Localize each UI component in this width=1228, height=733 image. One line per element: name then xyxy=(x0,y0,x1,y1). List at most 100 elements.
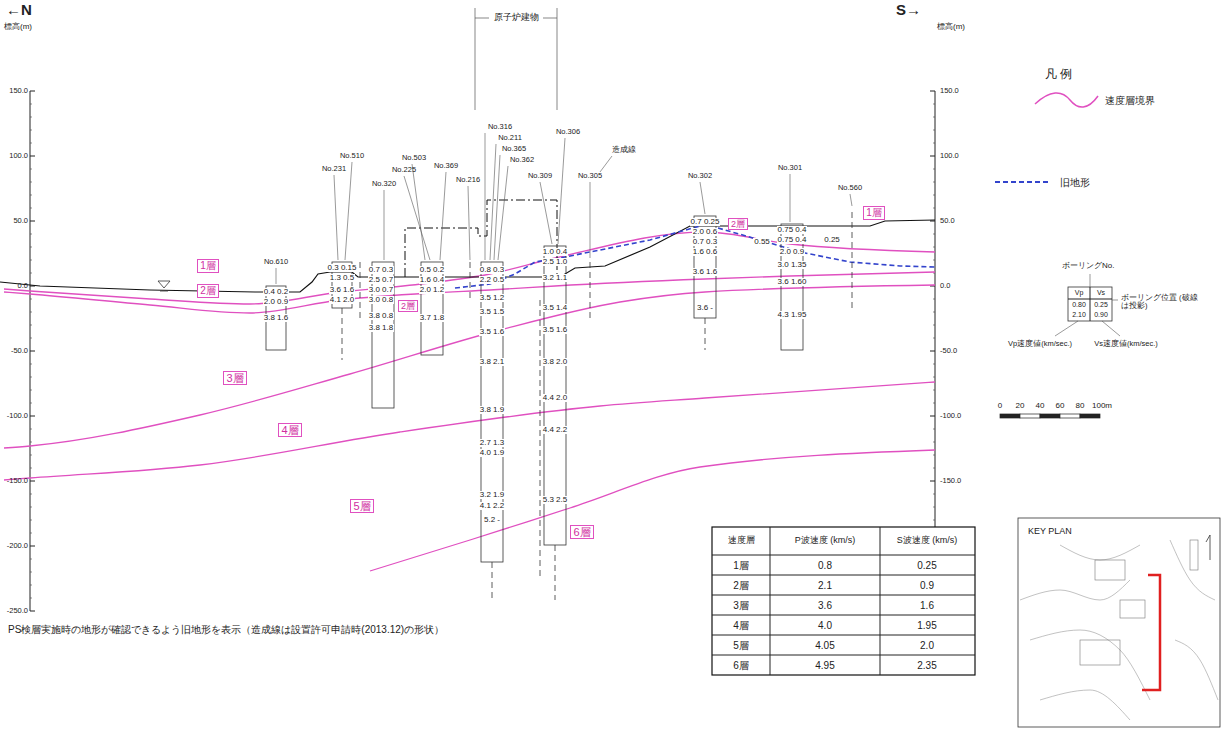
velocity-value: 2.7 1.3 xyxy=(479,439,505,447)
axis-minor xyxy=(933,507,935,508)
boring-projection xyxy=(360,262,361,320)
table-header: 速度層 xyxy=(713,536,769,546)
velocity-value: 3.6 1.60 xyxy=(777,278,808,286)
axis-tick xyxy=(30,221,35,222)
scale-label: 80 xyxy=(1076,402,1085,411)
boring-projection xyxy=(492,562,493,600)
leader-line xyxy=(412,164,425,260)
velocity-value: 0.3 0.15 xyxy=(327,264,358,272)
velocity-value: 5.3 2.5 xyxy=(542,496,568,504)
velocity-value: 3.8 2.1 xyxy=(479,358,505,366)
axis-minor xyxy=(30,143,32,144)
table-cell: 2層 xyxy=(733,580,749,591)
layer-boundary xyxy=(4,272,935,313)
velocity-value: 0.4 0.2 xyxy=(263,288,289,296)
axis-minor xyxy=(30,520,32,521)
axis-minor xyxy=(933,364,935,365)
scale-bar xyxy=(1060,414,1080,418)
axis-tick xyxy=(30,416,35,417)
velocity-value: 4.1 2.2 xyxy=(479,502,505,510)
direction-label: S→ xyxy=(896,2,921,19)
velocity-value: 1.0 0.4 xyxy=(542,248,568,256)
building-bracket xyxy=(475,8,476,110)
key-plan-contour xyxy=(1170,540,1215,600)
table-grid xyxy=(712,655,975,656)
layer-label: 1層 xyxy=(863,206,885,220)
table-cell: 6層 xyxy=(733,660,749,671)
layer-boundary xyxy=(4,382,935,480)
leader-line xyxy=(590,182,591,258)
axis-minor xyxy=(933,247,935,248)
elevation-tick: -150.0 xyxy=(940,477,961,485)
layer-name: 2層 xyxy=(200,285,216,297)
building-bracket xyxy=(543,18,557,19)
boring-number: No.365 xyxy=(502,145,526,153)
velocity-value: 2.0 0.9 xyxy=(263,298,289,306)
scale-bar xyxy=(1040,414,1060,418)
key-plan-north-arrow xyxy=(1206,535,1210,560)
leader-line xyxy=(276,268,277,284)
leader-line xyxy=(790,174,791,222)
axis-minor xyxy=(933,195,935,196)
elevation-tick: 100.0 xyxy=(940,152,959,160)
legend-swatch-old-terrain xyxy=(995,181,1050,183)
boring-number: No.316 xyxy=(488,123,512,131)
axis-minor xyxy=(30,585,32,586)
legend-swatch-boundary xyxy=(1035,93,1098,107)
boring-legend-value: 2.10 xyxy=(1072,311,1086,319)
table-cell: 0.25 xyxy=(917,560,936,571)
elevation-tick: 0.0 xyxy=(940,282,950,290)
axis-minor xyxy=(30,299,32,300)
velocity-value: 3.2 1.1 xyxy=(542,274,568,282)
legend-heading: 凡 例 xyxy=(1045,68,1072,81)
table-cell: 1層 xyxy=(733,560,749,571)
leader-line xyxy=(440,172,446,260)
boring-legend-note: Vs速度値(km/sec.) xyxy=(1094,340,1158,348)
boring-number: No.610 xyxy=(264,258,288,266)
velocity-value: 0.7 0.3 xyxy=(692,238,718,246)
boring-number: No.320 xyxy=(372,180,396,188)
direction-label: ←N xyxy=(6,2,32,19)
velocity-value: 3.5 1.4 xyxy=(542,304,568,312)
boring-number: No.560 xyxy=(838,184,862,192)
velocity-value: 0.75 0.4 xyxy=(777,226,808,234)
axis-minor xyxy=(30,169,32,170)
boring-legend-value: Vs xyxy=(1097,289,1105,297)
table-grid xyxy=(712,595,975,596)
axis-tick xyxy=(30,546,35,547)
table-grid xyxy=(712,615,975,616)
velocity-value: 5.2 - xyxy=(483,516,501,524)
boring-legend-value: 0.25 xyxy=(1094,301,1108,309)
layer-label: 6層 xyxy=(570,525,593,540)
leader-line xyxy=(498,166,508,260)
axis-tick xyxy=(30,611,35,612)
axis-minor xyxy=(30,208,32,209)
table-grid xyxy=(712,575,975,576)
axis-minor xyxy=(933,325,935,326)
axis-minor xyxy=(933,208,935,209)
axis-minor xyxy=(933,260,935,261)
elevation-tick: 150.0 xyxy=(9,87,28,95)
scale-label: 100m xyxy=(1092,402,1112,411)
axis-minor xyxy=(933,130,935,131)
velocity-value: 3.7 1.8 xyxy=(419,314,445,322)
boring-legend-label: ボーリングNo. xyxy=(1062,262,1114,271)
key-plan-frame xyxy=(1018,518,1220,727)
axis-minor xyxy=(30,260,32,261)
axis-minor xyxy=(30,377,32,378)
axis-minor xyxy=(933,234,935,235)
axis-tick xyxy=(930,481,935,482)
table-cell: 3層 xyxy=(733,600,749,611)
sea-level-mark xyxy=(160,291,168,292)
building-label: 原子炉建物 xyxy=(494,13,539,23)
boring-number: No.225 xyxy=(392,166,416,174)
velocity-value: 0.7 0.25 xyxy=(690,218,721,226)
layer-boundary xyxy=(4,285,935,448)
axis-minor xyxy=(933,455,935,456)
axis-minor xyxy=(30,247,32,248)
table-cell: 1.6 xyxy=(920,600,934,611)
layer-name: 2層 xyxy=(731,219,745,229)
layer-label: 2層 xyxy=(197,284,219,298)
velocity-value: 2.0 0.6 xyxy=(692,228,718,236)
key-plan-building xyxy=(1190,540,1198,570)
